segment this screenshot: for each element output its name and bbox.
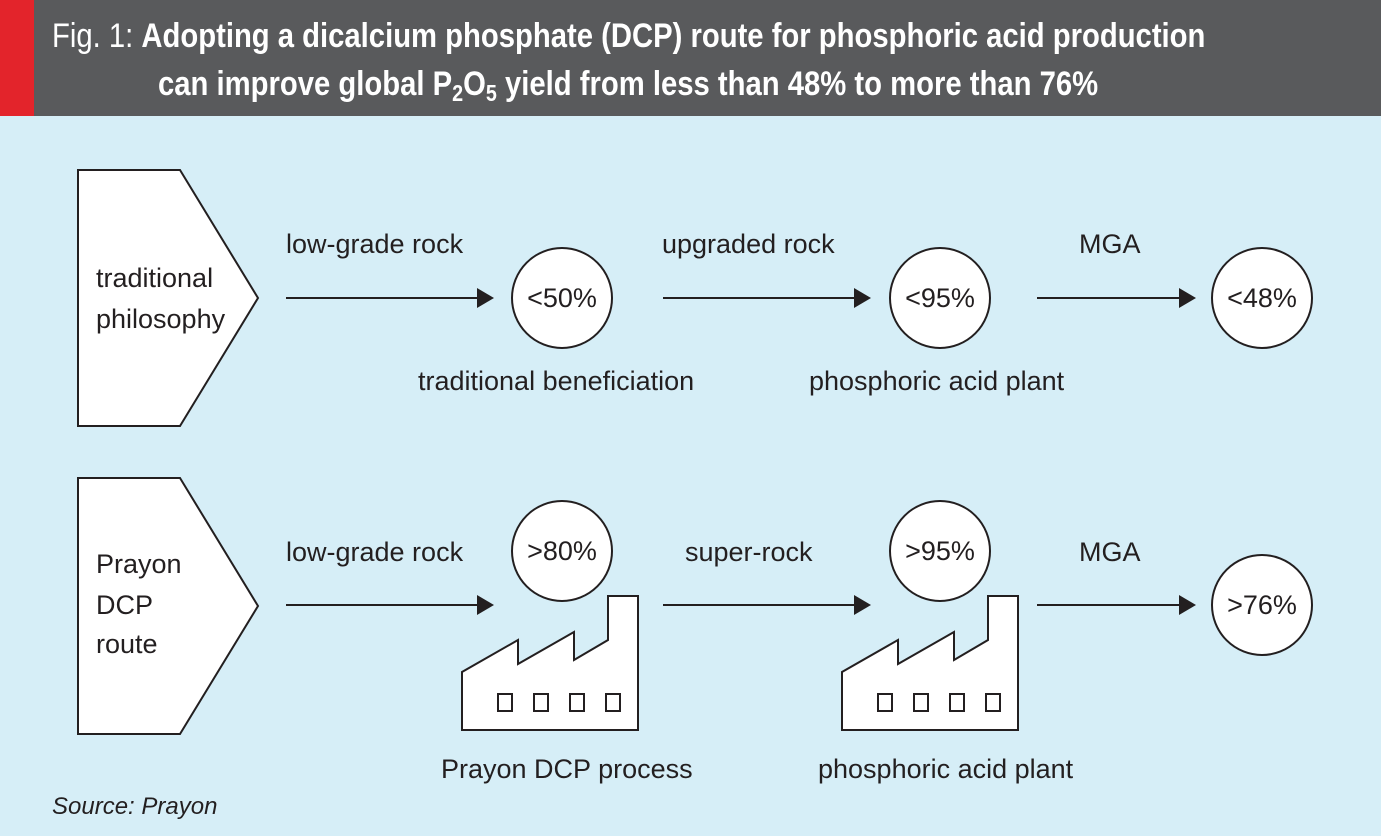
prayon-arrow-1 <box>286 595 494 615</box>
title-text-2b: O <box>463 65 486 103</box>
traditional-input-2-label: upgraded rock <box>662 229 835 259</box>
traditional-output-label: MGA <box>1079 229 1141 259</box>
traditional-output-circle <box>1211 247 1313 349</box>
prayon-row: Prayon DCP route low-grade rock >80% Pra… <box>77 477 1313 784</box>
traditional-arrow-3 <box>1037 288 1196 308</box>
traditional-output-value: <48% <box>1227 283 1297 313</box>
prayon-label-line-3: route <box>96 629 158 659</box>
prayon-output-circle <box>1211 554 1313 656</box>
traditional-arrow-2 <box>663 288 871 308</box>
prayon-label-line-1: Prayon <box>96 549 182 579</box>
traditional-input-1-label: low-grade rock <box>286 229 464 259</box>
title-text-2c: yield from less than 48% to more than 76… <box>496 65 1099 103</box>
prayon-output-label: MGA <box>1079 537 1141 567</box>
traditional-label-line-1: traditional <box>96 263 213 293</box>
title-subscript-2: 2 <box>452 80 464 106</box>
prayon-arrow-3 <box>1037 595 1196 615</box>
traditional-stage-2-value: <95% <box>905 283 975 313</box>
traditional-stage-1-name: traditional beneficiation <box>418 366 694 396</box>
prayon-input-2-label: super-rock <box>685 537 813 567</box>
traditional-row: traditional philosophy low-grade rock <5… <box>77 169 1313 427</box>
traditional-stage-2-name: phosphoric acid plant <box>809 366 1065 396</box>
title-text-2a: can improve global P <box>158 65 453 103</box>
prayon-stage-1-name: Prayon DCP process <box>441 754 693 784</box>
prayon-output-value: >76% <box>1227 590 1297 620</box>
prayon-stage-2-value: >95% <box>905 536 975 566</box>
prayon-label-line-2: DCP <box>96 590 153 620</box>
prayon-stage-2-circle <box>889 500 991 602</box>
prayon-arrow-2 <box>663 595 871 615</box>
title-subscript-5: 5 <box>485 80 497 106</box>
traditional-label-line-2: philosophy <box>96 304 226 334</box>
prayon-stage-1-circle <box>511 500 613 602</box>
figure-header: Fig. 1: Adopting a dicalcium phosphate (… <box>0 0 1381 116</box>
title-text-1: Adopting a dicalcium phosphate (DCP) rou… <box>141 17 1206 55</box>
header-accent-bar <box>0 0 34 116</box>
prayon-stage-2-name: phosphoric acid plant <box>818 754 1074 784</box>
traditional-arrow-1 <box>286 288 494 308</box>
factory-icon <box>461 595 639 731</box>
diagram-panel <box>0 116 1381 836</box>
prayon-input-1-label: low-grade rock <box>286 537 464 567</box>
factory-icon <box>841 595 1019 731</box>
source-credit: Source: Prayon <box>52 793 217 820</box>
traditional-label-pentagon <box>77 169 260 427</box>
header-title-line-2: can improve global P2O5 yield from less … <box>158 64 1099 106</box>
prayon-label-pentagon <box>77 477 260 735</box>
traditional-stage-1-value: <50% <box>527 283 597 313</box>
traditional-stage-2-circle <box>889 247 991 349</box>
figure-label: Fig. 1: <box>52 17 134 55</box>
header-title-line-1: Fig. 1: Adopting a dicalcium phosphate (… <box>52 16 1205 56</box>
traditional-stage-1-circle <box>511 247 613 349</box>
prayon-stage-1-value: >80% <box>527 536 597 566</box>
